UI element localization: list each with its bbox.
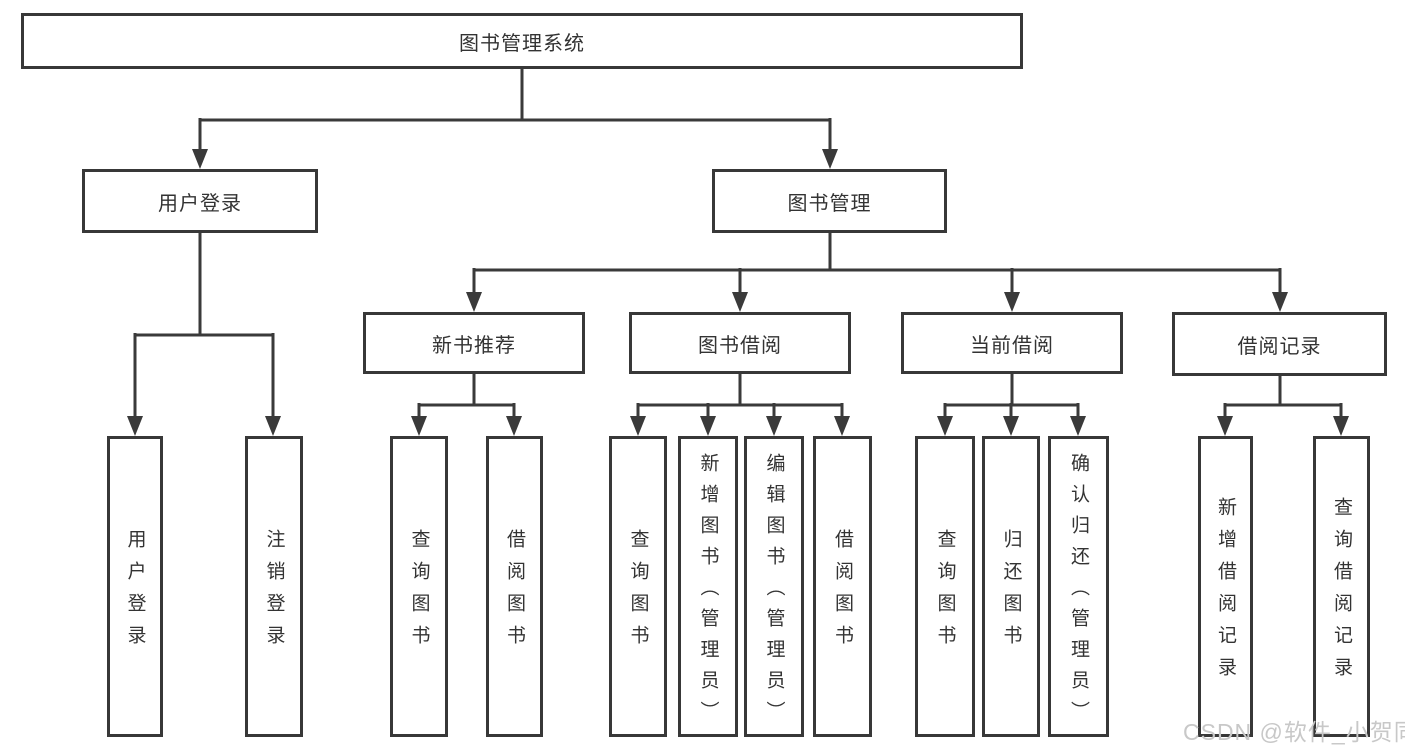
watermark: CSDN @软件_小贺同学: [1183, 713, 1405, 747]
leaf-add-borrow-record-label: 新增借阅记录: [1215, 497, 1236, 689]
leaf-logout: 注销登录: [245, 436, 303, 737]
node-library-system-label: 图书管理系统: [459, 32, 585, 55]
leaf-borrow-books-label: 借阅图书: [832, 529, 853, 657]
leaf-add-borrow-record: 新增借阅记录: [1198, 436, 1253, 737]
node-borrowing-records: 借阅记录: [1172, 312, 1387, 376]
leaf-query-books-current: 查询图书: [915, 436, 975, 737]
leaf-query-books-recommend: 查询图书: [390, 436, 448, 737]
node-book-borrowing-label: 图书借阅: [698, 334, 782, 357]
leaf-return-books: 归还图书: [982, 436, 1040, 737]
node-book-management-label: 图书管理: [787, 192, 872, 215]
leaf-borrow-books-recommend: 借阅图书: [486, 436, 543, 737]
leaf-query-books-borrow-label: 查询图书: [627, 529, 649, 657]
leaf-confirm-return-admin-label: 确认归还（管理员）: [1068, 453, 1089, 732]
watermark-text: CSDN @软件_小贺同: [1183, 719, 1405, 745]
leaf-edit-books-admin: 编辑图书（管理员）: [744, 436, 804, 737]
node-current-borrowing: 当前借阅: [901, 312, 1123, 374]
leaf-query-books-recommend-label: 查询图书: [408, 529, 430, 657]
node-current-borrowing-label: 当前借阅: [970, 334, 1054, 357]
leaf-borrow-books-recommend-label: 借阅图书: [504, 529, 525, 657]
node-book-borrowing: 图书借阅: [629, 312, 851, 374]
node-borrowing-records-label: 借阅记录: [1237, 335, 1322, 358]
leaf-add-books-admin-label: 新增图书（管理员）: [697, 453, 719, 732]
leaf-user-login-label: 用户登录: [124, 529, 146, 657]
leaf-query-borrow-record-label: 查询借阅记录: [1331, 497, 1352, 689]
leaf-query-borrow-record: 查询借阅记录: [1313, 436, 1370, 737]
leaf-edit-books-admin-label: 编辑图书（管理员）: [763, 453, 785, 732]
leaf-query-books-borrow: 查询图书: [609, 436, 667, 737]
node-library-system: 图书管理系统: [21, 13, 1023, 69]
leaf-add-books-admin: 新增图书（管理员）: [678, 436, 738, 737]
node-new-book-recommendation: 新书推荐: [363, 312, 585, 374]
leaf-return-books-label: 归还图书: [1000, 529, 1022, 657]
leaf-query-books-current-label: 查询图书: [934, 529, 956, 657]
leaf-confirm-return-admin: 确认归还（管理员）: [1048, 436, 1109, 737]
leaf-user-login: 用户登录: [107, 436, 163, 737]
leaf-logout-label: 注销登录: [263, 529, 285, 657]
node-new-book-recommendation-label: 新书推荐: [432, 334, 516, 357]
node-book-management: 图书管理: [712, 169, 947, 233]
leaf-borrow-books: 借阅图书: [813, 436, 872, 737]
node-user-login-label: 用户登录: [158, 192, 242, 215]
node-user-login: 用户登录: [82, 169, 318, 233]
